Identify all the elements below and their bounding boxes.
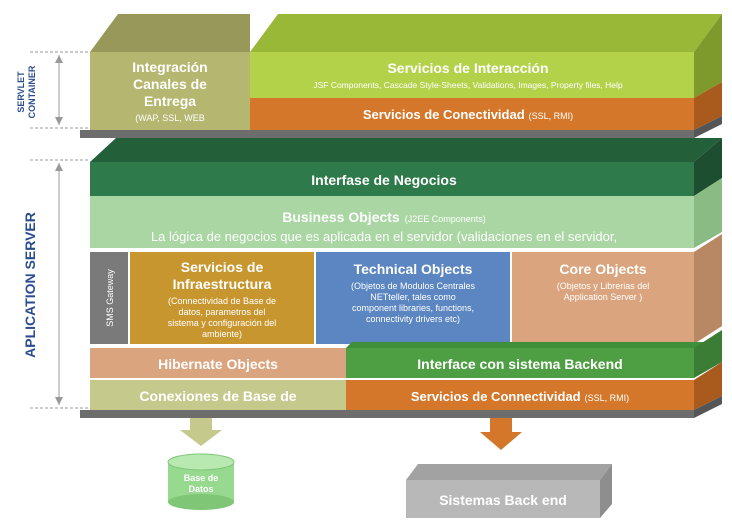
db-label-line2: Datos	[188, 484, 213, 494]
infra-line2: Infraestructura	[173, 276, 272, 292]
sms-gateway-block: SMS Gateway	[90, 252, 128, 344]
business-desc: La lógica de negocios que es aplicada en…	[151, 229, 617, 244]
servlet-container-label: SERVLET CONTAINER	[16, 51, 90, 129]
technical-desc4: connectivity drivers etc)	[366, 314, 460, 324]
technical-desc3: component libraries, functions,	[352, 303, 474, 313]
infraestructura-block: Servicios de Infraestructura (Connectivi…	[130, 252, 314, 344]
conectividad-bottom-sub: (SSL, RMI)	[585, 393, 630, 403]
technical-title: Technical Objects	[354, 261, 473, 277]
servlet-label-line1: SERVLET	[16, 71, 26, 113]
technical-desc2: NETteller, tales como	[370, 292, 456, 302]
negocios-title: Interfase de Negocios	[311, 172, 457, 188]
infra-desc4: ambiente)	[202, 329, 242, 339]
backend-iface-title: Interface con sistema Backend	[417, 356, 622, 372]
business-objects-block: Business Objects (J2EE Components) La lóg…	[90, 178, 722, 248]
backend-label: Sistemas Back end	[439, 492, 567, 508]
conectividad-bottom-text: Servicios de Connectividad (SSL, RMI)	[411, 389, 629, 404]
integracion-line1: Integración	[132, 59, 207, 75]
integracion-sub: (WAP, SSL, WEB	[135, 113, 205, 123]
business-title-line: Business Objects (J2EE Components)	[282, 209, 486, 225]
servicios-conectividad-top-block: Servicios de Conectividad (SSL, RMI)	[250, 82, 722, 130]
interfase-negocios-block: Interfase de Negocios	[90, 138, 722, 196]
infra-desc3: sistema y configuración del	[168, 318, 277, 328]
sistemas-backend-block: Sistemas Back end	[406, 464, 612, 518]
interface-backend-block: Interface con sistema Backend	[346, 330, 722, 378]
infra-desc2: datos, parametros del	[178, 307, 265, 317]
db-label-line1: Base de	[184, 473, 219, 483]
app-server-text: APLICATION SERVER	[22, 212, 38, 358]
business-sub: (J2EE Components)	[405, 214, 486, 224]
core-objects-block: Core Objects (Objetos y Librerias del Ap…	[512, 234, 722, 344]
servicios-interaccion-block: Servicios de Interacción JSF Components,…	[250, 14, 722, 98]
conectividad-top-sub: (SSL, RMI)	[529, 111, 574, 121]
conexiones-base-block: Conexiones de Base de	[90, 380, 346, 410]
conectividad-top-text: Servicios de Conectividad (SSL, RMI)	[363, 107, 573, 122]
conexiones-title: Conexiones de Base de	[139, 388, 296, 404]
technical-objects-block: Technical Objects (Objetos de Modulos Ce…	[316, 252, 510, 344]
core-desc1: (Objetos y Librerias del	[557, 281, 650, 291]
conectividad-bottom-title: Servicios de Connectividad	[411, 389, 581, 404]
core-desc2: Application Server )	[564, 292, 643, 302]
hibernate-objects-block: Hibernate Objects	[90, 348, 346, 378]
conectividad-top-title: Servicios de Conectividad	[363, 107, 525, 122]
integracion-block: Integración Canales de Entrega (WAP, SSL…	[90, 14, 250, 130]
arrow-down-database	[180, 418, 222, 446]
bottom-platform-slab	[80, 396, 722, 418]
sms-gateway-text: SMS Gateway	[105, 269, 115, 327]
top-platform-slab	[80, 116, 722, 138]
business-title: Business Objects	[282, 209, 400, 225]
interaccion-sub: JSF Components, Cascade Style-Sheets, Va…	[313, 80, 623, 90]
infra-desc1: (Connectividad de Base de	[168, 296, 276, 306]
hibernate-title: Hibernate Objects	[158, 356, 278, 372]
integracion-line3: Entrega	[144, 93, 196, 109]
technical-desc1: (Objetos de Modulos Centrales	[351, 281, 476, 291]
servlet-label-line2: CONTAINER	[27, 65, 37, 118]
application-server-label: APLICATION SERVER	[22, 159, 90, 409]
servicios-conectividad-bottom-block: Servicios de Connectividad (SSL, RMI)	[346, 362, 722, 410]
database-icon: Base de Datos	[167, 453, 235, 510]
interaccion-title: Servicios de Interacción	[387, 60, 548, 76]
arrow-down-backend	[480, 418, 522, 450]
infra-line1: Servicios de	[181, 259, 264, 275]
integracion-line2: Canales de	[133, 76, 207, 92]
core-title: Core Objects	[559, 261, 646, 277]
